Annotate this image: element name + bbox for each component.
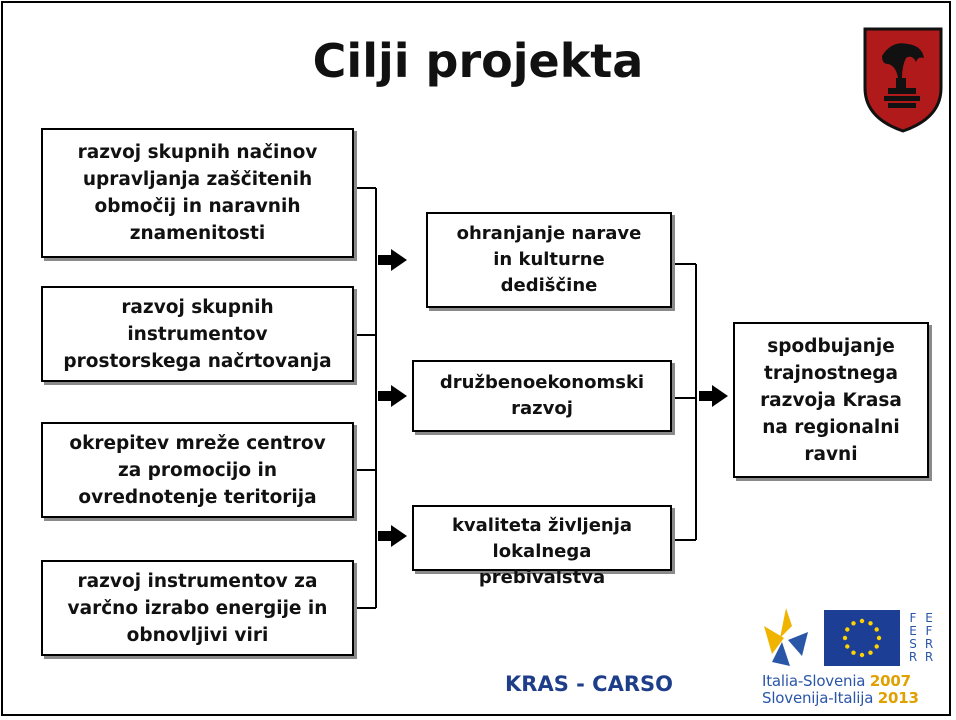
coat-of-arms-icon	[863, 27, 943, 133]
interreg-star-icon	[764, 608, 808, 666]
logo-line-slovenija-italija: Slovenija-Italija 2013	[762, 689, 919, 707]
middle-box-socioeconomic: družbenoekonomski razvoj	[412, 360, 672, 432]
fesr-label: FESR	[908, 611, 918, 664]
source-box-energy: razvoj instrumentov za varčno izrabo ene…	[41, 560, 354, 656]
arrow-right-icon	[378, 525, 407, 547]
footer-label: KRAS - CARSO	[505, 672, 673, 696]
arrow-right-icon	[699, 385, 728, 407]
source-box-promotion-centres: okrepitev mreže centrov za promocijo in …	[41, 422, 354, 518]
eu-flag-icon	[824, 610, 900, 666]
arrow-right-icon	[378, 385, 407, 407]
logo-line-italia-slovenia: Italia-Slovenia 2007	[762, 672, 911, 690]
source-box-spatial-planning: razvoj skupnih instrumentov prostorskega…	[41, 286, 354, 382]
arrow-right-icon	[378, 249, 407, 271]
efrr-label: EFRR	[924, 611, 934, 664]
goal-box: spodbujanje trajnostnega razvoja Krasa n…	[733, 322, 929, 478]
source-box-protected-areas: razvoj skupnih načinov upravljanja zašči…	[41, 128, 354, 258]
middle-box-nature-heritage: ohranjanje narave in kulturne dediščine	[426, 212, 672, 308]
middle-box-quality-of-life: kvaliteta življenja lokalnega prebivalst…	[412, 505, 672, 588]
slide-title: Cilji projekta	[312, 34, 644, 88]
